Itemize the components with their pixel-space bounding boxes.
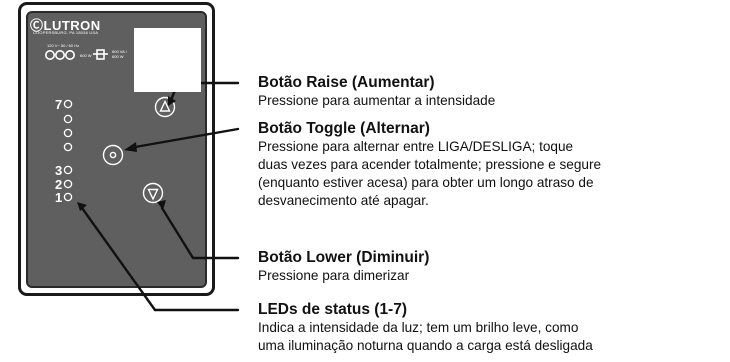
toggle-button[interactable] (102, 144, 124, 166)
callout-leds: LEDs de status (1-7) Indica a intensidad… (258, 301, 593, 355)
voltage-rating: 120 V~ 50 / 60 Hz (47, 43, 80, 48)
bulb-icons (44, 49, 108, 60)
callout-leds-title: LEDs de status (1-7) (258, 301, 408, 318)
led-7 (63, 99, 73, 109)
incandescent-bulb-icon (44, 49, 55, 60)
led-1 (63, 192, 73, 202)
led-6 (63, 114, 73, 124)
callout-toggle-desc-1: Pressione para alternar entre LIGA/DESLI… (258, 139, 574, 154)
led-label-7: 7 (55, 97, 63, 112)
device-window (134, 28, 201, 92)
va-rating-line-1: 600 VA / (112, 49, 127, 54)
leds-arrowhead-icon (77, 202, 87, 211)
raise-arrowhead-icon (168, 96, 176, 106)
va-rating: 600 VA / 600 W (112, 49, 127, 59)
lower-triangle-icon (147, 188, 159, 201)
callout-leds-desc-1: Indica a intensidade da luz; tem um bril… (258, 320, 579, 335)
leds-arrow-line (80, 206, 157, 312)
callout-lower: Botão Lower (Diminuir) Pressione para di… (258, 249, 429, 285)
va-rating-line-2: 600 W (112, 54, 124, 59)
raise-triangle-icon (159, 99, 171, 112)
brand-name: LUTRON (43, 18, 101, 33)
lower-button[interactable] (142, 182, 164, 204)
led-label-2: 2 (55, 177, 63, 192)
led-column (63, 99, 73, 202)
brand-address: COOPERSBURG, PA 18036 USA (33, 30, 99, 35)
led-5 (63, 128, 73, 138)
callout-toggle-title: Botão Toggle (Alternar) (258, 120, 430, 137)
callout-toggle: Botão Toggle (Alternar) Pressione para a… (258, 120, 601, 210)
callout-leds-desc-2: uma iluminação noturna quando a carga es… (258, 338, 593, 353)
lower-arrowhead-icon (157, 200, 166, 210)
callout-raise: Botão Raise (Aumentar) Pressione para au… (258, 74, 495, 110)
lutron-logo: ⒸLUTRON (30, 15, 101, 34)
lower-arrow-line (160, 206, 195, 260)
toggle-dot-icon (109, 151, 117, 159)
low-voltage-bulb-icon (65, 49, 76, 60)
callout-lower-desc: Pressione para dimerizar (258, 268, 410, 283)
raise-button[interactable] (154, 96, 176, 118)
callout-toggle-desc-2: duas vezes para acender totalmente; pres… (258, 157, 602, 172)
callout-toggle-desc-3: (enquanto estiver acesa) para obter um l… (258, 175, 594, 190)
toggle-leader-line (133, 127, 240, 149)
led-label-1: 1 (55, 190, 63, 205)
halogen-bulb-icon (54, 49, 65, 60)
watt-rating: 600 W (80, 53, 92, 58)
callout-raise-desc: Pressione para aumentar a intensidade (258, 93, 496, 108)
led-4 (63, 142, 73, 152)
toggle-arrowhead-icon (124, 142, 137, 152)
led-3 (63, 165, 73, 175)
callout-toggle-desc-4: desvanecimento até apagar. (258, 193, 429, 208)
led-label-3: 3 (55, 163, 63, 178)
led-2 (63, 179, 73, 189)
callout-raise-title: Botão Raise (Aumentar) (258, 74, 435, 91)
callout-lower-title: Botão Lower (Diminuir) (258, 249, 430, 266)
lutron-logo-mark: Ⓒ (30, 18, 44, 33)
